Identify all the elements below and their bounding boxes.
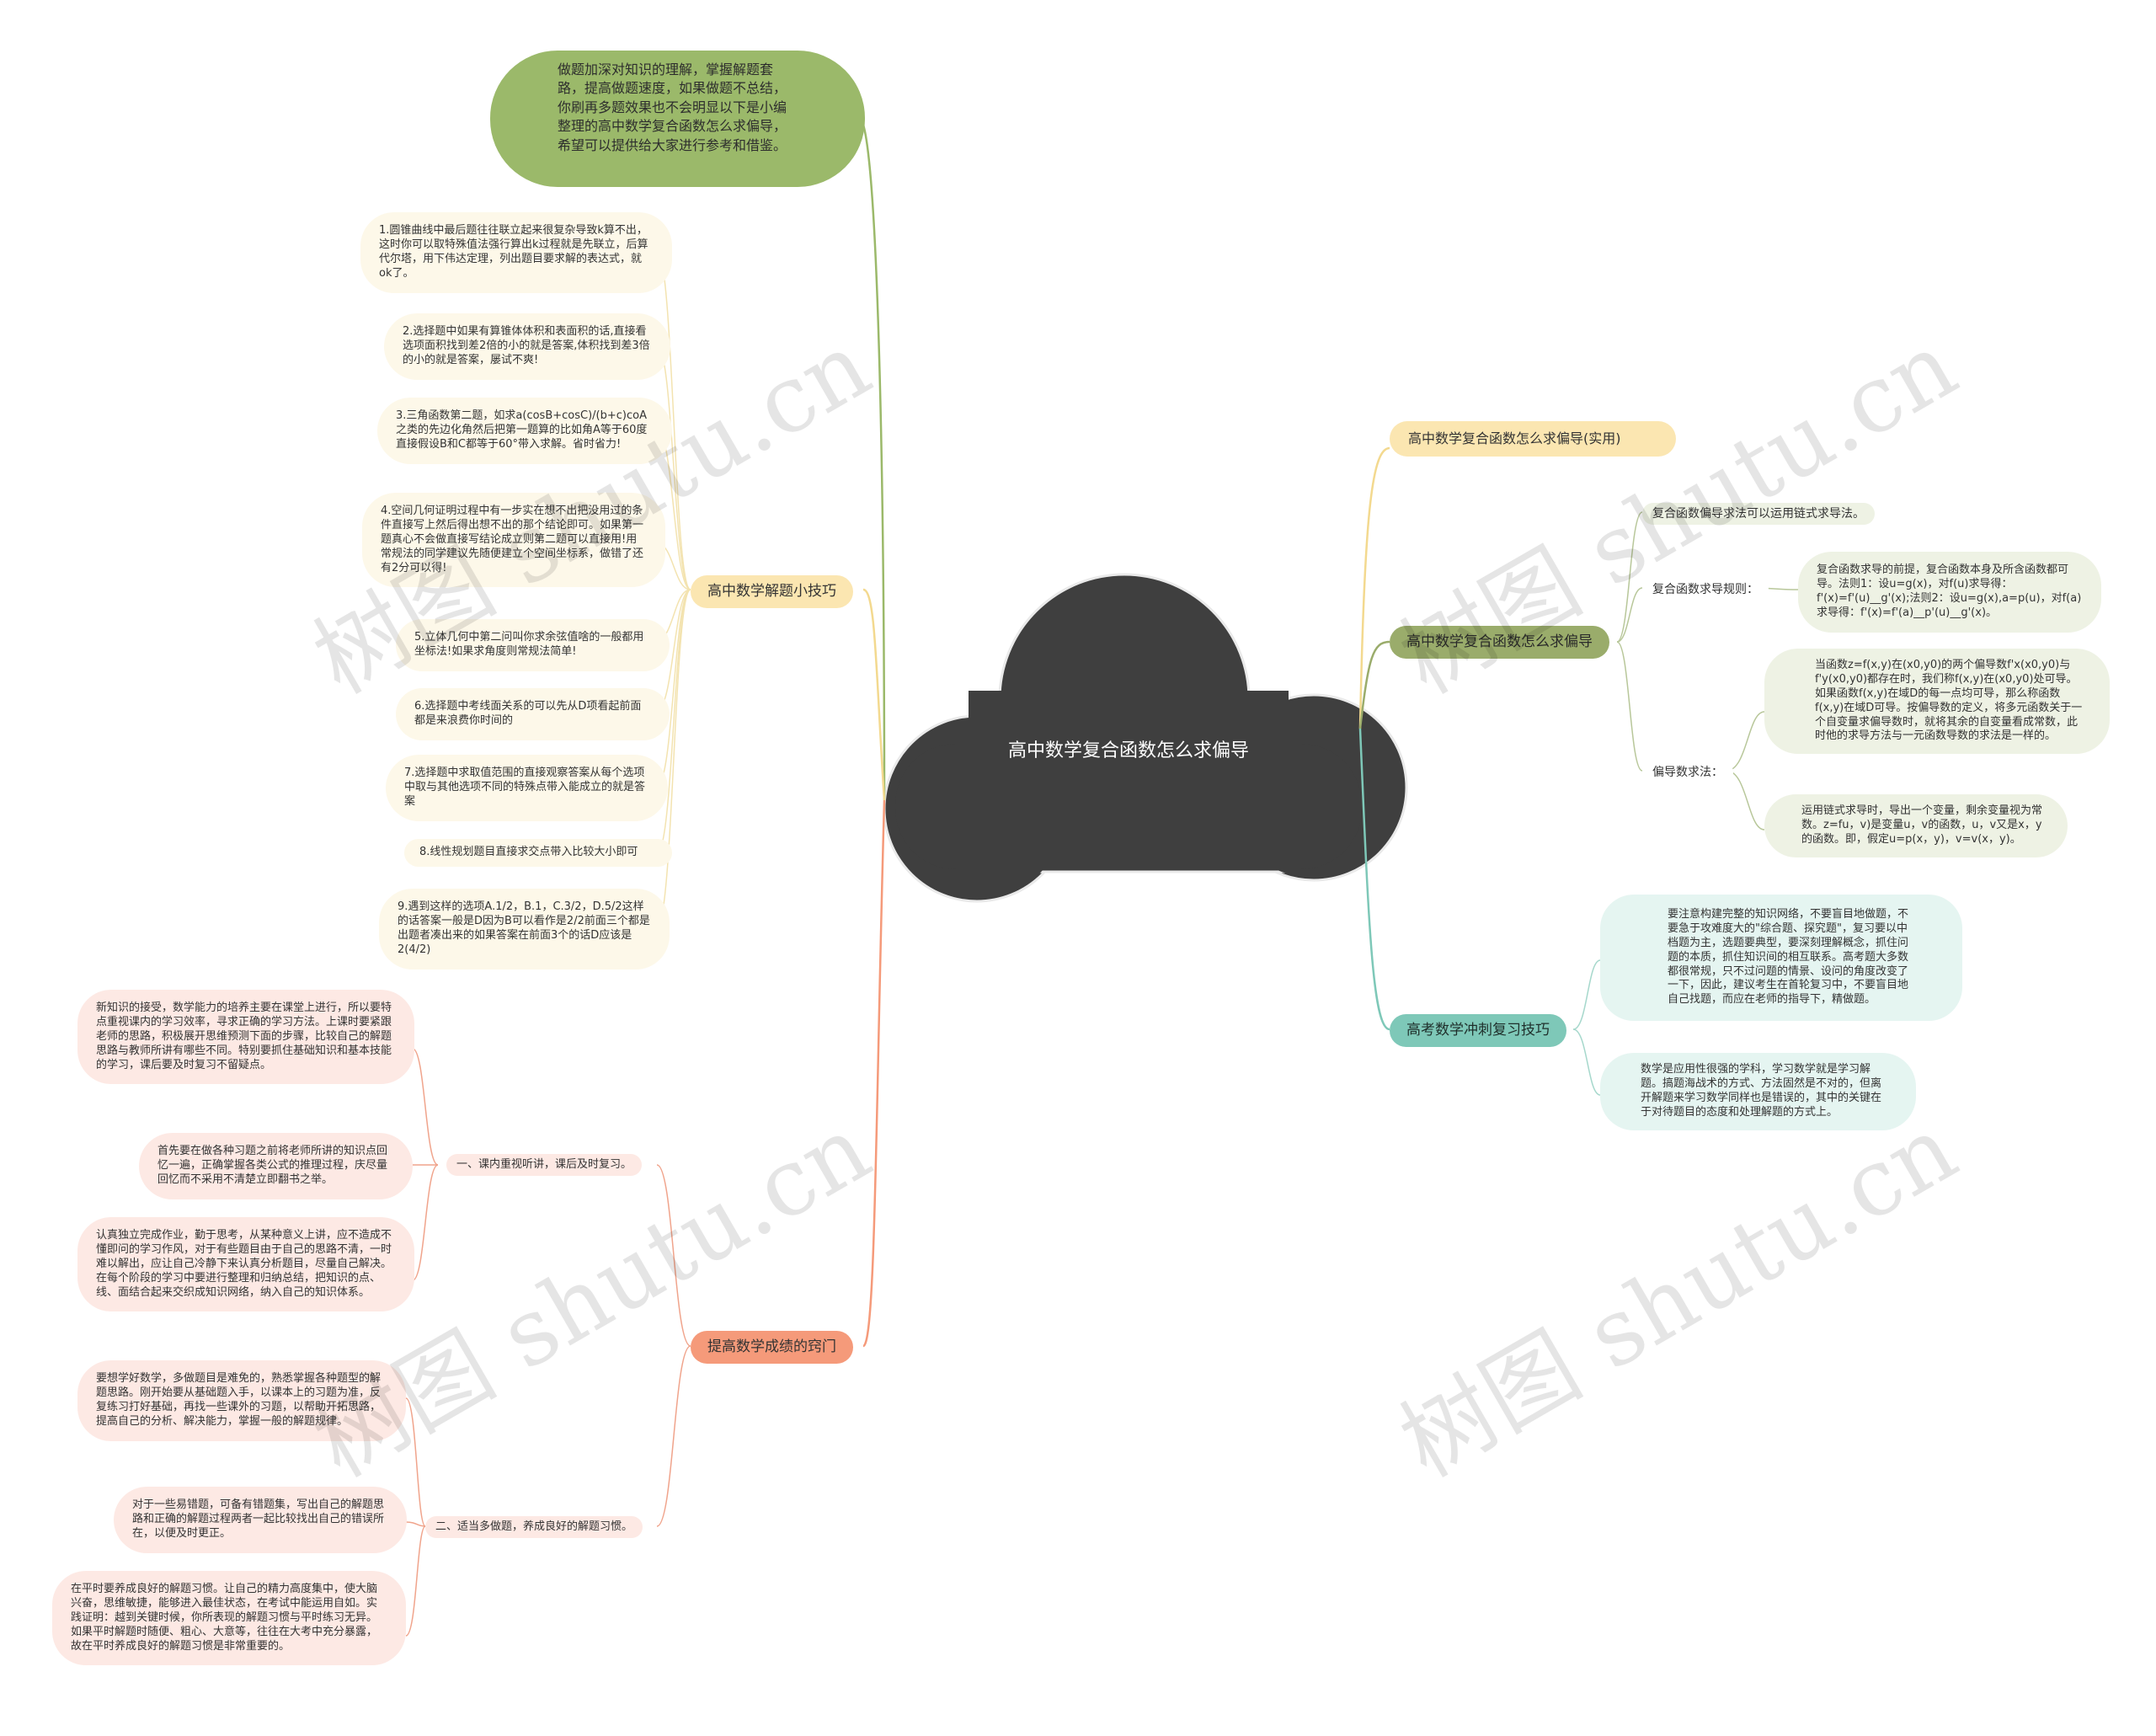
score-connectors [405, 1048, 691, 1637]
right-branch-3[interactable]: 高考数学冲刺复习技巧 [1390, 1014, 1566, 1047]
score-sub1-item-3: 认真独立完成作业，勤于思考，从某种意义上讲，应不造成不懂即问的学习作风，对于有些… [77, 1217, 414, 1312]
score-sub2-item-2: 对于一些易错题，可备有错题集，写出自己的解题思路和正确的解题过程两者一起比较找出… [114, 1487, 407, 1553]
right2-rule-label: 复合函数求导规则： [1642, 579, 1769, 601]
tip-item-6: 6.选择题中考线面关系的可以先从D项看起前面都是来浪费你时间的 [396, 688, 670, 740]
score-sub2-item-3: 在平时要养成良好的解题习惯。让自己的精力高度集中，使大脑兴奋，思维敏捷，能够进入… [52, 1571, 406, 1666]
connector-intro [858, 116, 886, 801]
right2-method: 复合函数偏导求法可以运用链式求导法。 [1642, 503, 1875, 526]
score-sub1[interactable]: 一、课内重视听讲，课后及时复习。 [446, 1154, 643, 1176]
connector-right2 [1358, 640, 1390, 729]
connector-right3 [1358, 728, 1390, 1031]
tips-branch[interactable]: 高中数学解题小技巧 [691, 575, 853, 608]
right3-item-2: 数学是应用性很强的学科，学习数学就是学习解题。搞题海战术的方式、方法固然是不对的… [1600, 1053, 1916, 1130]
connector-right1 [1358, 446, 1390, 729]
right-branch-1[interactable]: 高中数学复合函数怎么求偏导(实用) [1390, 421, 1676, 457]
tip-item-4: 4.空间几何证明过程中有一步实在想不出把没用过的条件直接写上然后得出想不出的那个… [362, 493, 665, 588]
score-sub1-item-1: 新知识的接受，数学能力的培养主要在课堂上进行，所以要特点重视课内的学习效率，寻求… [77, 990, 414, 1085]
center-title: 高中数学复合函数怎么求偏导 [1007, 740, 1249, 761]
right2-partial-label: 偏导数求法： [1642, 761, 1733, 784]
score-sub2[interactable]: 二、适当多做题，养成良好的解题习惯。 [425, 1516, 643, 1538]
tip-item-5: 5.立体几何中第二问叫你求余弦值啥的一般都用坐标法!如果求角度则常规法简单! [396, 619, 670, 671]
tip-item-2: 2.选择题中如果有算锥体体积和表面积的话,直接看选项面积找到差2倍的小的就是答案… [384, 313, 670, 380]
right-branch-2[interactable]: 高中数学复合函数怎么求偏导 [1390, 626, 1609, 659]
connector-tips [862, 588, 886, 801]
tip-item-3: 3.三角函数第二题，如求a(cosB+cosC)/(b+c)coA之类的先边化角… [377, 398, 672, 464]
tip-item-1: 1.圆锥曲线中最后题往往联立起来很复杂导致k算不出，这时你可以取特殊值法强行算出… [360, 212, 672, 293]
right2-partial-item-2: 运用链式求导时，导出一个变量，剩余变量视为常数。z=fu，v)是变量u，v的函数… [1764, 794, 2068, 857]
right2-rule-text: 复合函数求导的前提，复合函数本身及所含函数都可导。法则1：设u=g(x)，对f(… [1798, 552, 2101, 633]
connector-score [862, 799, 886, 1348]
tip-item-7: 7.选择题中求取值范围的直接观察答案从每个选项中取与其他选项不同的特殊点带入能成… [386, 755, 668, 821]
score-sub1-item-2: 首先要在做各种习题之前将老师所讲的知识点回忆一遍，正确掌握各类公式的推理过程，庆… [139, 1133, 413, 1199]
tip-item-9: 9.遇到这样的选项A.1/2，B.1，C.3/2，D.5/2这样的话答案一般是D… [379, 889, 670, 969]
intro-node: 做题加深对知识的理解，掌握解题套路，提高做题速度，如果做题不总结，你刷再多题效果… [490, 51, 865, 187]
score-branch[interactable]: 提高数学成绩的窍门 [691, 1331, 853, 1364]
right3-connectors [1572, 959, 1601, 1096]
right2-partial-item-1: 当函数z=f(x,y)在(x0,y0)的两个偏导数f'x(x0,y0)与f'y(… [1764, 649, 2110, 755]
right3-item-1: 要注意构建完整的知识网络，不要盲目地做题，不要急于攻难度大的"综合题、探究题"，… [1600, 895, 1962, 1022]
tip-item-8: 8.线性规划题目直接求交点带入比较大小即可 [404, 839, 672, 867]
score-sub2-item-1: 要想学好数学，多做题目是难免的，熟悉掌握各种题型的解题思路。刚开始要从基础题入手… [77, 1360, 406, 1441]
